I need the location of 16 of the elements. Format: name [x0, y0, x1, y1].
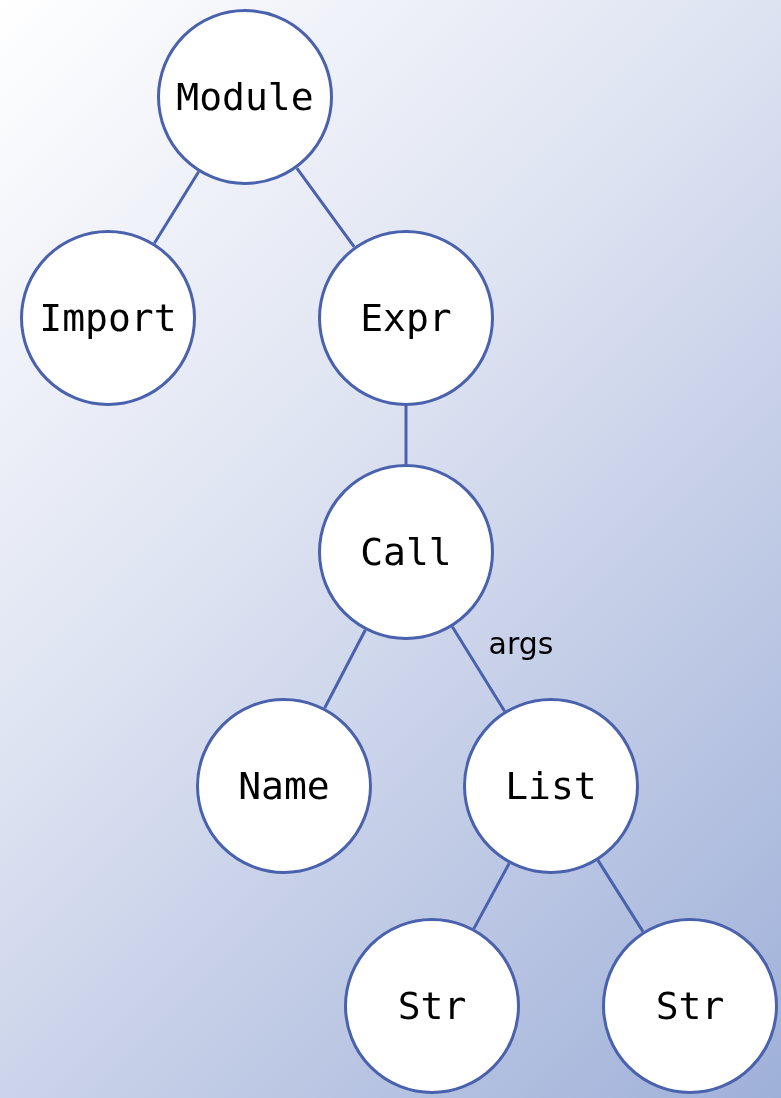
- node-label: Module: [176, 75, 314, 119]
- connector-line: [451, 626, 506, 712]
- connector-line: [404, 406, 408, 464]
- node-label: Str: [397, 984, 467, 1028]
- node-label: Name: [238, 764, 330, 808]
- node-label: Call: [360, 530, 452, 574]
- node-label: Import: [39, 296, 177, 340]
- connector-line: [295, 167, 356, 248]
- connector-line: [472, 862, 511, 930]
- connector-line: [596, 859, 645, 933]
- edge-label: args: [488, 625, 554, 661]
- node-label: Expr: [360, 296, 452, 340]
- node-label: Str: [655, 984, 725, 1028]
- node-label: List: [505, 764, 597, 808]
- connector-line: [153, 171, 200, 244]
- connector-line: [323, 629, 367, 709]
